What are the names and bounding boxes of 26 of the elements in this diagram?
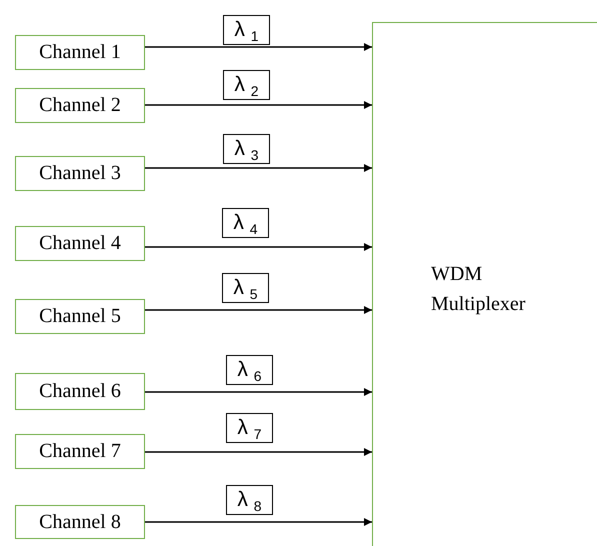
channel-box: Channel 6 [15,373,145,410]
multiplexer-box [372,22,597,546]
arrow [145,101,372,109]
channel-box: Channel 2 [15,88,145,123]
edge-label: λ $_{2}$ [223,70,270,100]
channel-box: Channel 8 [15,505,145,539]
arrow [145,448,372,456]
arrow [145,388,372,396]
edge-label: λ $_{6}$ [226,355,273,385]
arrow [145,243,372,251]
edge-label: λ $_{3}$ [223,134,270,164]
edge-label: λ $_{4}$ [222,208,269,238]
channel-box: Channel 1 [15,35,145,70]
channel-box: Channel 7 [15,434,145,469]
channel-box: Channel 5 [15,299,145,334]
multiplexer-label: WDM Multiplexer [431,262,526,317]
arrow [145,306,372,314]
channel-box: Channel 4 [15,226,145,261]
arrow [145,43,372,51]
arrow [145,518,372,526]
edge-label: λ $_{7}$ [226,413,273,443]
edge-label: λ $_{1}$ [223,15,270,45]
channel-box: Channel 3 [15,156,145,191]
arrow [145,164,372,172]
edge-label: λ $_{8}$ [226,485,273,515]
edge-label: λ $_{5}$ [222,273,269,303]
